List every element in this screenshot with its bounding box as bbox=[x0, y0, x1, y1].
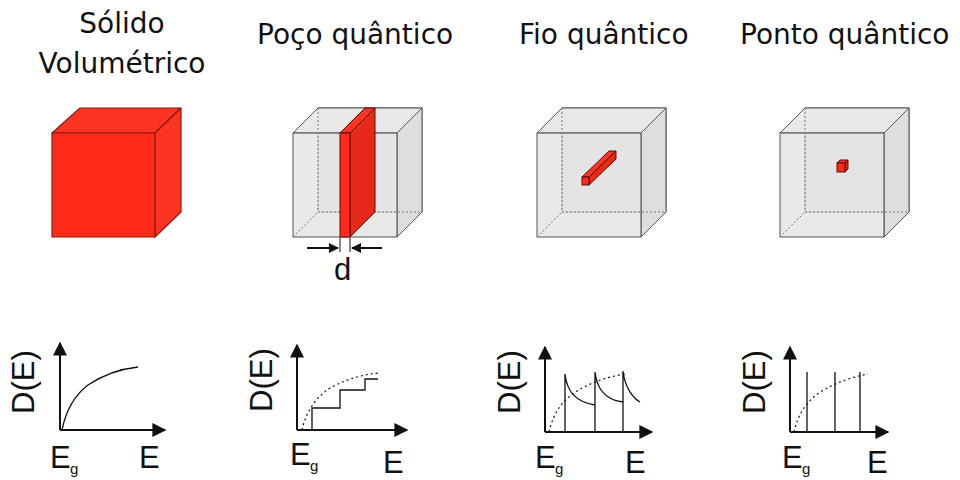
dos-plot-wire bbox=[545, 347, 652, 432]
axis-subscript: g bbox=[70, 461, 78, 478]
axis-subscript: g bbox=[555, 461, 563, 478]
axis-label: E bbox=[383, 446, 404, 480]
axis-subscript: g bbox=[802, 461, 810, 478]
dos-plot-bulk bbox=[60, 343, 165, 430]
axis-subscript: g bbox=[310, 458, 318, 475]
axis-label: D(E) bbox=[738, 350, 772, 414]
axis-label: D(E) bbox=[7, 350, 41, 414]
column-title: Poço quântico bbox=[257, 20, 453, 51]
dimension-label: d bbox=[334, 253, 351, 287]
axis-label: E bbox=[625, 446, 646, 480]
axis-label: E bbox=[782, 441, 803, 475]
column-title: Fio quântico bbox=[519, 20, 689, 51]
axis-label: E bbox=[50, 441, 71, 475]
quantum-dot-box bbox=[780, 108, 909, 237]
axis-label: E bbox=[139, 441, 160, 475]
axis-label: E bbox=[290, 438, 311, 472]
axis-label: E bbox=[867, 446, 888, 480]
dos-plot-well bbox=[297, 345, 407, 430]
quantum-wire-box bbox=[537, 108, 666, 237]
bulk-cube bbox=[52, 108, 181, 237]
axis-label: D(E) bbox=[245, 348, 279, 412]
axis-label: D(E) bbox=[493, 350, 527, 414]
column-title: Ponto quântico bbox=[740, 20, 949, 51]
axis-label: E bbox=[535, 441, 556, 475]
dos-plot-dot bbox=[790, 347, 888, 432]
column-title: Sólido Volumétrico bbox=[22, 4, 222, 84]
quantum-well-box bbox=[293, 108, 422, 252]
